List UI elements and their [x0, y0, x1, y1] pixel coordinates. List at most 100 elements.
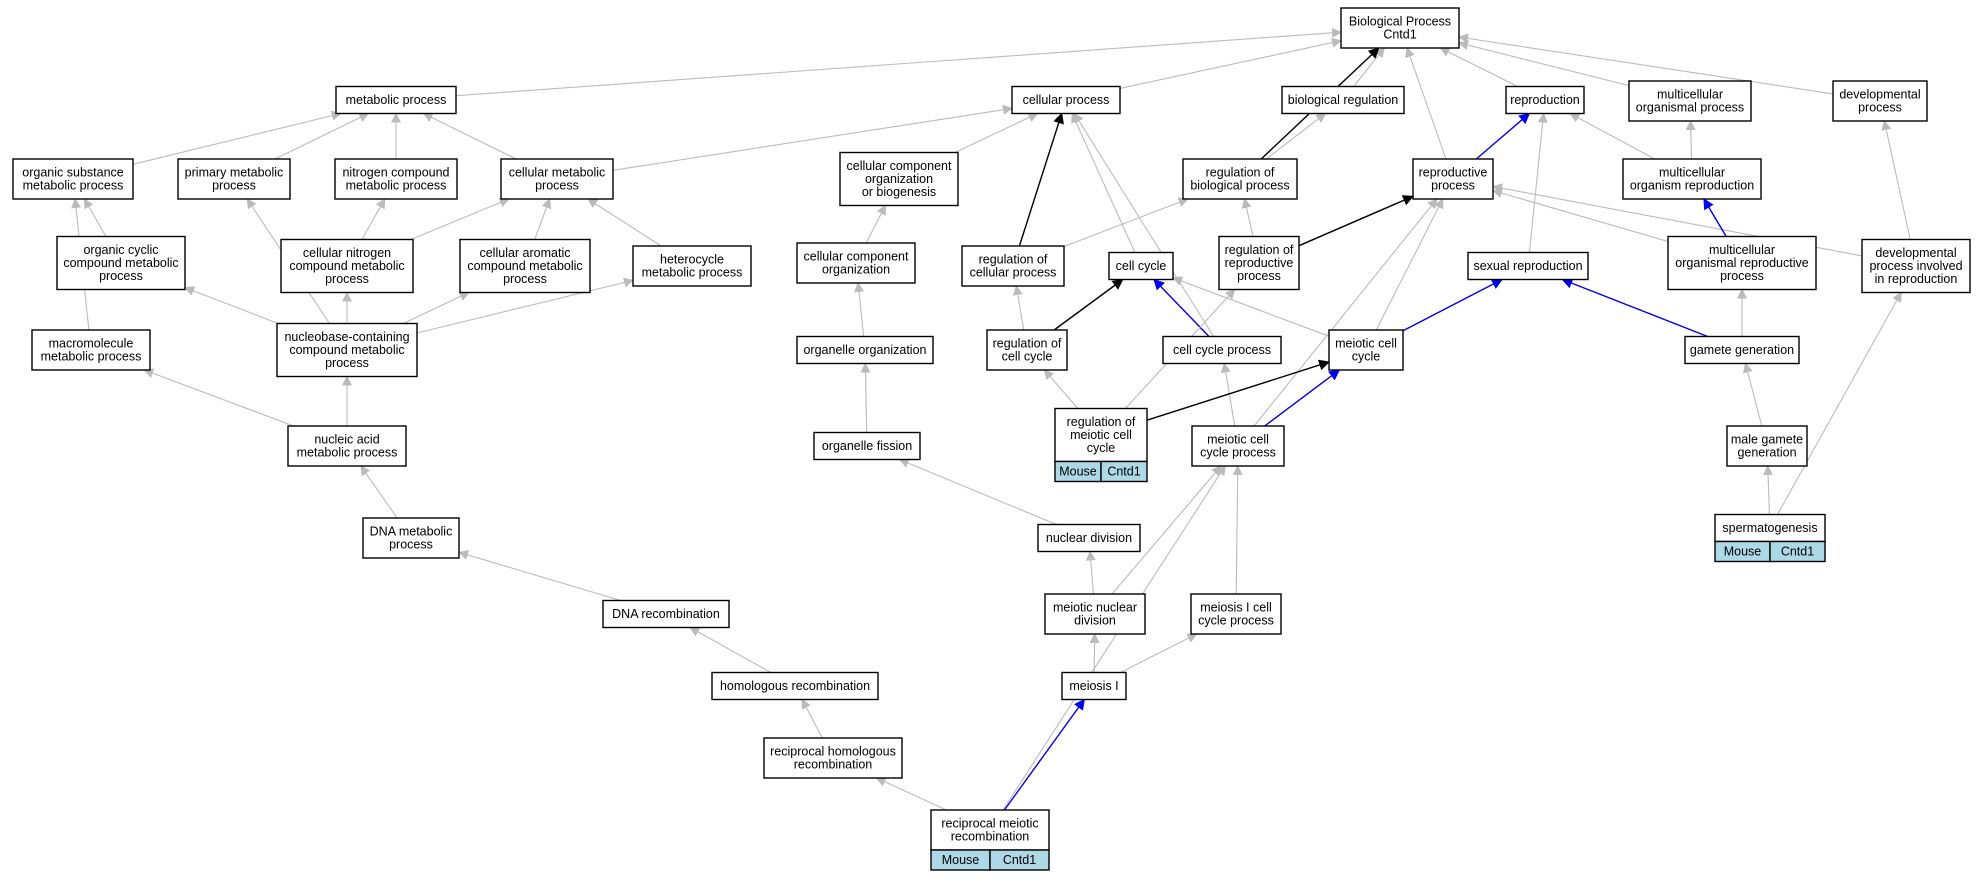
edge-reproduction-to-bp: [1439, 47, 1519, 87]
node-label-line: cycle: [1087, 441, 1116, 455]
node-box: [1328, 329, 1404, 371]
node-meiosis1[interactable]: meiosis I: [1061, 671, 1127, 701]
node-homolog_recomb[interactable]: homologous recombination: [711, 671, 879, 701]
edge-meiotic_ccp-to-repro_proc: [1253, 198, 1438, 427]
node-label-line: in reproduction: [1875, 272, 1958, 286]
node-reproduction[interactable]: reproduction: [1505, 85, 1585, 115]
edge-gamete_gen-to-sexual_repro: [1561, 277, 1708, 338]
edge-spermatogenesis-to-male_gamete: [1763, 465, 1774, 515]
node-cellular[interactable]: cellular process: [1011, 85, 1121, 115]
annotation-gene-cell: [1769, 540, 1826, 563]
node-box: [796, 335, 934, 365]
annotation-species-label: Mouse: [942, 853, 980, 867]
node-box: [1190, 593, 1282, 635]
edge-repro_proc-to-reproduction: [1475, 112, 1531, 160]
node-box: [1505, 85, 1585, 115]
node-label-line: Cntd1: [1383, 28, 1416, 42]
node-label-line: process: [325, 356, 369, 370]
node-label-line: biological process: [1190, 179, 1289, 193]
node-label-line: organismal process: [1636, 101, 1744, 115]
node-label-line: organism reproduction: [1630, 179, 1754, 193]
annotation-species-label: Mouse: [1724, 545, 1762, 559]
node-box: [813, 431, 921, 461]
edge-cell_aromatic-to-cell_met: [534, 198, 552, 240]
node-label-line: cellular process: [970, 266, 1057, 280]
node-box: [763, 737, 903, 779]
edge-recip_homolog-to-homolog_recomb: [801, 698, 823, 739]
node-dna_recomb[interactable]: DNA recombination: [602, 599, 730, 629]
node-metabolic[interactable]: metabolic process: [335, 85, 457, 115]
node-label-line: meiotic cell: [1070, 428, 1132, 442]
edge-reg_cellcycle-to-reg_cellproc: [1012, 285, 1025, 331]
node-organelle_fission[interactable]: organelle fission: [813, 431, 921, 461]
node-label-line: metabolic process: [642, 266, 743, 280]
edge-metabolic-to-bp: [455, 27, 1342, 97]
node-label-line: regulation of: [1206, 166, 1275, 180]
node-label-line: organelle organization: [803, 343, 926, 357]
node-label-line: cell cycle process: [1173, 343, 1271, 357]
edge-mcorg_repro-to-reproduction: [1569, 113, 1656, 160]
node-cell_cycle[interactable]: cell cycle: [1108, 251, 1174, 281]
node-label-line: nitrogen compound: [342, 166, 449, 180]
node-box: [632, 245, 752, 287]
edge-cell_met-to-cellular: [612, 104, 1013, 171]
node-bioreg[interactable]: biological regulation: [1281, 85, 1405, 115]
node-label-line: developmental: [1839, 88, 1920, 102]
edge-org_cyclic-to-organic_sub: [83, 198, 107, 237]
node-nuclear_div[interactable]: nuclear division: [1037, 523, 1141, 553]
edge-meiotic_cc-to-repro_proc: [1375, 198, 1444, 331]
edge-mo_repro_proc-to-mcorg_repro: [1703, 198, 1727, 237]
node-organelle_org[interactable]: organelle organization: [796, 335, 934, 365]
edge-cell_nitrogen-to-cell_met: [410, 197, 510, 241]
node-label-line: reproduction: [1510, 93, 1580, 107]
node-label-line: reproductive: [1419, 166, 1488, 180]
node-box: [961, 245, 1065, 287]
node-cc_process[interactable]: cell cycle process: [1162, 335, 1282, 365]
node-label-line: metabolic process: [346, 179, 447, 193]
node-label-line: cell cycle: [1116, 259, 1167, 273]
node-gamete_gen[interactable]: gamete generation: [1684, 335, 1800, 365]
edge-heterocycle-to-cell_met: [587, 198, 662, 247]
edge-meiosis1-to-meiotic_nuc: [1089, 633, 1100, 673]
node-label-line: recombination: [951, 830, 1030, 844]
node-label-line: developmental: [1875, 246, 1956, 260]
node-sexual_repro[interactable]: sexual reproduction: [1467, 251, 1589, 281]
node-label-line: process: [389, 538, 433, 552]
node-label-line: generation: [1737, 446, 1796, 460]
annotation-gene-label: Cntd1: [1107, 465, 1140, 479]
